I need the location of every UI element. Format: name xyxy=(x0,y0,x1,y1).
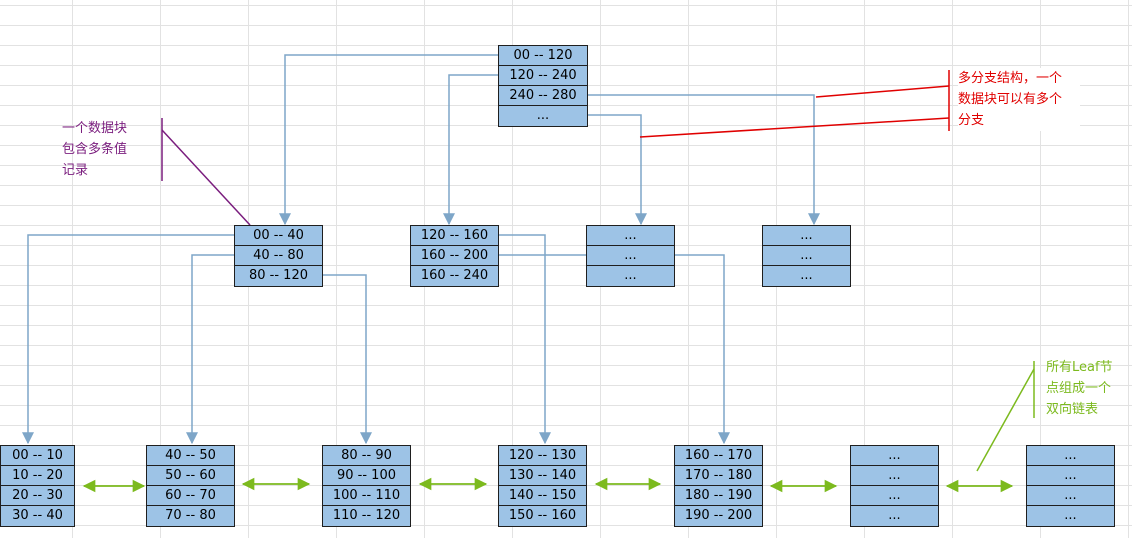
root-range-0-120: 00 -- 120 xyxy=(499,46,587,66)
leaf-cell: ... xyxy=(851,486,938,506)
leaf-cell: 10 -- 20 xyxy=(1,466,74,486)
leaf-cell: 30 -- 40 xyxy=(12,508,63,523)
leaf-cell: 20 -- 30 xyxy=(1,486,74,506)
internal-cell: 160 -- 200 xyxy=(411,246,498,266)
note-red-pointer-2 xyxy=(639,117,950,138)
note-data-block: 一个数据块 包含多条值 记录 xyxy=(62,118,127,181)
leaf-cell: 100 -- 110 xyxy=(323,486,410,506)
note-leaf-linked-list-line-1: 所有Leaf节 xyxy=(1046,360,1113,375)
internal-cell: 120 -- 160 xyxy=(411,226,498,246)
internal-cell: ... xyxy=(587,246,674,266)
connector-root-to-internal-1 xyxy=(279,54,498,226)
connector-root-to-internal-4 xyxy=(588,94,820,226)
leaf-cell: 00 -- 10 xyxy=(1,446,74,466)
leaf-cell: 130 -- 140 xyxy=(499,466,586,486)
leaf-cell: 150 -- 160 xyxy=(508,508,577,523)
leaf-cell: ... xyxy=(1027,466,1114,486)
note-green-pointer xyxy=(976,368,1035,472)
leaf-block-2: 40 -- 50 50 -- 60 60 -- 70 70 -- 80 xyxy=(146,445,235,527)
note-red-pointer-1 xyxy=(815,85,950,98)
leaf-block-3: 80 -- 90 90 -- 100 100 -- 110 110 -- 120 xyxy=(322,445,411,527)
leaf-block-7: ... ... ... ... xyxy=(1026,445,1115,527)
internal-cell: ... xyxy=(624,268,637,283)
internal-block-1: 00 -- 40 40 -- 80 80 -- 120 xyxy=(234,225,323,287)
internal-block-2: 120 -- 160 160 -- 200 160 -- 240 xyxy=(410,225,499,287)
internal-cell: ... xyxy=(763,246,850,266)
leaf-cell: 90 -- 100 xyxy=(323,466,410,486)
note-data-block-line-1: 一个数据块 xyxy=(62,121,128,136)
connector-internal1-to-leaf-3 xyxy=(323,274,372,445)
leaf-cell: 80 -- 90 xyxy=(323,446,410,466)
leaf-cell: 180 -- 190 xyxy=(675,486,762,506)
connector-root-to-internal-2 xyxy=(443,74,498,226)
leaf-cell: 50 -- 60 xyxy=(147,466,234,486)
leaf-block-5: 160 -- 170 170 -- 180 180 -- 190 190 -- … xyxy=(674,445,763,527)
internal-block-4: ... ... ... xyxy=(762,225,851,287)
note-data-block-line-3: 记录 xyxy=(62,163,89,178)
root-range-240-280: 240 -- 280 xyxy=(499,86,587,106)
internal-block-3: ... ... ... xyxy=(586,225,675,287)
connector-root-to-internal-3 xyxy=(588,114,647,226)
connector-internal1-to-leaf-2 xyxy=(186,254,234,445)
internal-cell: ... xyxy=(587,226,674,246)
note-multi-branch: 多分支结构，一个 数据块可以有多个 分支 xyxy=(958,68,1080,131)
note-multi-branch-line-2: 数据块可以有多个 xyxy=(958,92,1063,107)
note-multi-branch-line-1: 多分支结构，一个 xyxy=(958,71,1063,86)
leaf-cell: ... xyxy=(1027,486,1114,506)
leaf-block-4: 120 -- 130 130 -- 140 140 -- 150 150 -- … xyxy=(498,445,587,527)
internal-cell: 80 -- 120 xyxy=(248,268,308,283)
connector-internal1-to-leaf-1 xyxy=(22,234,234,445)
connector-internal2-to-leaf-5 xyxy=(499,254,730,445)
internal-cell: 160 -- 240 xyxy=(420,268,489,283)
internal-cell: 40 -- 80 xyxy=(235,246,322,266)
root-block: 00 -- 120 120 -- 240 240 -- 280 ... xyxy=(498,45,588,127)
root-range-more: ... xyxy=(536,108,550,123)
connector-internal2-to-leaf-4 xyxy=(499,234,551,445)
leaf-block-1: 00 -- 10 10 -- 20 20 -- 30 30 -- 40 xyxy=(0,445,75,527)
leaf-cell: ... xyxy=(1064,508,1077,523)
leaf-cell: 190 -- 200 xyxy=(684,508,753,523)
leaf-cell: 110 -- 120 xyxy=(332,508,401,523)
internal-cell: ... xyxy=(763,226,850,246)
leaf-cell: 160 -- 170 xyxy=(675,446,762,466)
leaf-cell: 120 -- 130 xyxy=(499,446,586,466)
leaf-cell: 140 -- 150 xyxy=(499,486,586,506)
leaf-cell: 60 -- 70 xyxy=(147,486,234,506)
internal-cell: ... xyxy=(800,268,813,283)
note-leaf-linked-list-line-2: 点组成一个 xyxy=(1046,381,1112,396)
note-leaf-linked-list-line-3: 双向链表 xyxy=(1046,402,1099,417)
note-purple-pointer xyxy=(161,129,251,226)
leaf-cell: 170 -- 180 xyxy=(675,466,762,486)
note-data-block-line-2: 包含多条值 xyxy=(62,142,128,157)
leaf-cell: ... xyxy=(1027,446,1114,466)
leaf-block-6: ... ... ... ... xyxy=(850,445,939,527)
note-leaf-linked-list: 所有Leaf节 点组成一个 双向链表 xyxy=(1046,357,1113,420)
note-multi-branch-line-3: 分支 xyxy=(958,113,985,128)
leaf-cell: 70 -- 80 xyxy=(165,508,216,523)
leaf-cell: 40 -- 50 xyxy=(147,446,234,466)
internal-cell: 00 -- 40 xyxy=(235,226,322,246)
leaf-cell: ... xyxy=(851,446,938,466)
leaf-cell: ... xyxy=(888,508,901,523)
root-range-120-240: 120 -- 240 xyxy=(499,66,587,86)
leaf-cell: ... xyxy=(851,466,938,486)
